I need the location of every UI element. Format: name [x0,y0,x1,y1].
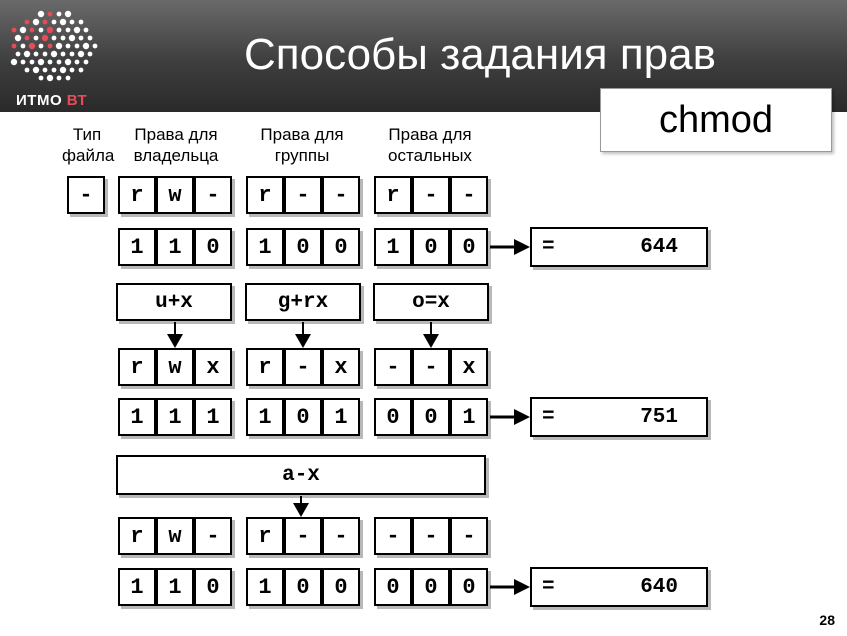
group-exec-cell: - [322,176,360,214]
octal-result-box: = 751 [530,397,708,437]
group-exec-cell: - [322,517,360,555]
owner-read-cell: r [118,517,156,555]
right-arrow-icon [490,239,530,255]
octal-result-box: = 644 [530,227,708,267]
down-arrow-icon [423,322,439,348]
group-bit-cell: 0 [322,568,360,606]
others-exec-cell: x [450,348,488,386]
others-bit-cell: 0 [374,568,412,606]
owner-bit-cell: 1 [118,398,156,436]
group-exec-cell: x [322,348,360,386]
logo-text: ИТМО ВТ [16,92,88,109]
down-arrow-icon [167,322,183,348]
slide-title: Способы задания прав [244,30,716,79]
others-read-cell: r [374,176,412,214]
others-bit-cell: 0 [450,228,488,266]
file-type-cell: - [67,176,105,214]
group-bit-cell: 0 [284,228,322,266]
owner-bit-cell: 1 [118,568,156,606]
group-bit-cell: 0 [284,568,322,606]
owner-exec-cell: - [194,517,232,555]
others-write-cell: - [412,176,450,214]
owner-bit-cell: 1 [194,398,232,436]
others-exec-cell: - [450,176,488,214]
command-label: chmod [600,88,832,152]
equals-sign: = [542,576,555,599]
group-bit-cell: 1 [322,398,360,436]
owner-bit-cell: 0 [194,228,232,266]
others-read-cell: - [374,517,412,555]
others-bit-cell: 0 [412,398,450,436]
others-operation-box: o=x [373,283,489,321]
group-bit-cell: 1 [246,228,284,266]
equals-sign: = [542,236,555,259]
header-owner-rights: Права для владельца [133,125,219,165]
others-write-cell: - [412,348,450,386]
header-others-rights: Права для остальных [388,125,472,165]
others-bit-cell: 0 [412,568,450,606]
owner-write-cell: w [156,176,194,214]
group-bit-cell: 0 [284,398,322,436]
others-exec-cell: - [450,517,488,555]
owner-bit-cell: 1 [118,228,156,266]
others-bit-cell: 0 [412,228,450,266]
others-bit-cell: 0 [450,568,488,606]
owner-exec-cell: - [194,176,232,214]
owner-bit-cell: 1 [156,568,194,606]
group-bit-cell: 1 [246,398,284,436]
down-arrow-icon [293,496,309,517]
group-write-cell: - [284,348,322,386]
others-bit-cell: 0 [374,398,412,436]
slide-header: ИТМО ВТ Способы задания прав [0,0,847,112]
right-arrow-icon [490,409,530,425]
equals-sign: = [542,406,555,429]
itmo-logo-icon [10,10,98,82]
group-bit-cell: 1 [246,568,284,606]
octal-value: 640 [640,576,678,599]
owner-write-cell: w [156,517,194,555]
all-operation-box: a-x [116,455,486,495]
group-read-cell: r [246,517,284,555]
group-read-cell: r [246,176,284,214]
header-file-type: Тип файла [62,125,115,165]
right-arrow-icon [490,579,530,595]
owner-read-cell: r [118,176,156,214]
owner-bit-cell: 0 [194,568,232,606]
owner-write-cell: w [156,348,194,386]
owner-exec-cell: x [194,348,232,386]
group-read-cell: r [246,348,284,386]
owner-operation-box: u+x [116,283,232,321]
owner-bit-cell: 1 [156,228,194,266]
header-group-rights: Права для группы [260,125,344,165]
octal-value: 751 [640,406,678,429]
group-write-cell: - [284,176,322,214]
others-bit-cell: 1 [374,228,412,266]
others-write-cell: - [412,517,450,555]
others-read-cell: - [374,348,412,386]
group-write-cell: - [284,517,322,555]
group-operation-box: g+rx [245,283,361,321]
octal-value: 644 [640,236,678,259]
owner-bit-cell: 1 [156,398,194,436]
others-bit-cell: 1 [450,398,488,436]
owner-read-cell: r [118,348,156,386]
down-arrow-icon [295,322,311,348]
group-bit-cell: 0 [322,228,360,266]
octal-result-box: = 640 [530,567,708,607]
page-number: 28 [819,612,835,628]
